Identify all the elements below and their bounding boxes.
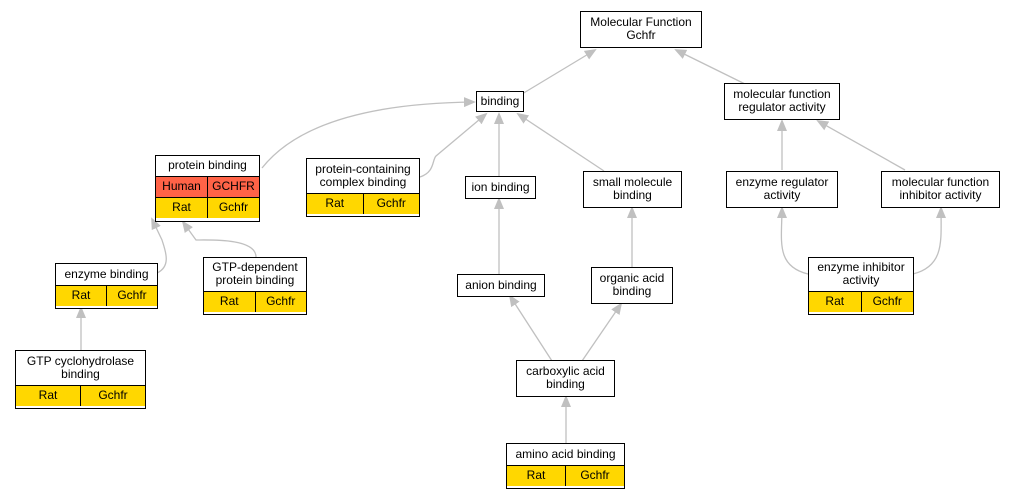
edge-inhibitor-to-regulator	[816, 120, 906, 171]
species-label: Rat	[219, 294, 239, 308]
annotation-row-rat: Rat Gchfr	[307, 193, 419, 214]
gene-label: Gchfr	[565, 466, 624, 486]
node-title: molecular function regulator activity	[733, 87, 831, 114]
edge-regulator-to-root	[674, 49, 746, 85]
species-label: Rat	[526, 468, 546, 482]
edge-inhibitor-to-enzyme-regulator	[776, 206, 809, 275]
annotation-row-human: Human GCHFR	[156, 176, 259, 197]
species-label: Rat	[71, 288, 91, 302]
species-label: Rat	[325, 196, 345, 210]
node-title: enzyme binding	[64, 267, 149, 281]
annotation-row-rat: Rat Gchfr	[16, 385, 145, 406]
node-enzyme-regulator-activity[interactable]: enzyme regulator activity	[726, 171, 838, 208]
node-title: ion binding	[471, 180, 530, 194]
edge-carboxylic-to-organic-acid	[581, 302, 623, 362]
species-label: Rat	[38, 388, 58, 402]
gene-label: Gchfr	[207, 198, 259, 218]
edge-small-molecule-to-binding	[516, 112, 605, 172]
node-title: enzyme regulator activity	[735, 175, 829, 202]
node-title: small molecule binding	[592, 175, 673, 202]
node-title: molecular function inhibitor activity	[891, 175, 990, 202]
node-title: binding	[480, 94, 520, 108]
gene-label: GCHFR	[207, 177, 259, 197]
species-label: Rat	[825, 294, 845, 308]
edge-gtp-dependent-to-protein-binding	[181, 220, 257, 258]
annotation-row-rat: Rat Gchfr	[507, 465, 624, 486]
node-anion-binding[interactable]: anion binding	[457, 274, 545, 297]
node-enzyme-binding[interactable]: enzyme binding Rat Gchfr	[55, 263, 158, 309]
node-protein-containing-complex-binding[interactable]: protein-containing complex binding Rat G…	[306, 158, 420, 217]
node-ion-binding[interactable]: ion binding	[465, 176, 536, 199]
edge-inhibitor-to-mf-inhibitor	[912, 206, 947, 275]
node-title: protein-containing complex binding	[315, 162, 411, 189]
node-carboxylic-acid-binding[interactable]: carboxylic acid binding	[516, 360, 615, 397]
node-small-molecule-binding[interactable]: small molecule binding	[583, 171, 682, 208]
species-label: Human	[162, 179, 201, 193]
edge-carboxylic-to-anion	[508, 294, 553, 362]
node-title: Molecular Function Gchfr	[590, 15, 692, 42]
node-organic-acid-binding[interactable]: organic acid binding	[591, 267, 673, 304]
node-gtp-dependent-protein-binding[interactable]: GTP-dependent protein binding Rat Gchfr	[203, 257, 307, 315]
node-title: carboxylic acid binding	[526, 364, 605, 391]
node-title: amino acid binding	[515, 447, 616, 461]
node-title: GTP cyclohydrolase binding	[26, 354, 135, 381]
edge-binding-to-root	[521, 48, 597, 95]
node-protein-binding[interactable]: protein binding Human GCHFR Rat Gchfr	[155, 155, 260, 222]
annotation-row-rat: Rat Gchfr	[809, 291, 913, 312]
node-molecular-function-inhibitor-activity[interactable]: molecular function inhibitor activity	[881, 171, 1000, 208]
gene-label: Gchfr	[106, 286, 157, 306]
gene-label: Gchfr	[860, 292, 914, 312]
edge-protein-containing-to-binding	[419, 112, 488, 178]
node-enzyme-inhibitor-activity[interactable]: enzyme inhibitor activity Rat Gchfr	[808, 257, 914, 315]
node-title: organic acid binding	[599, 271, 665, 298]
node-title: protein binding	[168, 158, 247, 172]
node-title: anion binding	[465, 278, 537, 292]
gene-label: Gchfr	[362, 194, 420, 214]
gene-label: Gchfr	[254, 292, 307, 312]
species-label: Rat	[172, 200, 191, 214]
edge-enzyme-binding-to-protein-binding	[151, 217, 167, 274]
annotation-row-rat: Rat Gchfr	[204, 291, 306, 312]
gene-label: Gchfr	[80, 386, 145, 406]
annotation-row-rat: Rat Gchfr	[156, 197, 259, 218]
node-gtp-cyclohydrolase-binding[interactable]: GTP cyclohydrolase binding Rat Gchfr	[15, 350, 146, 409]
node-title: enzyme inhibitor activity	[817, 260, 905, 287]
node-molecular-function-regulator-activity[interactable]: molecular function regulator activity	[724, 83, 840, 120]
node-molecular-function-root[interactable]: Molecular Function Gchfr	[580, 11, 702, 48]
annotation-row-rat: Rat Gchfr	[56, 285, 157, 306]
node-binding[interactable]: binding	[476, 91, 524, 112]
node-title: GTP-dependent protein binding	[212, 260, 298, 287]
edge-protein-binding-to-binding	[261, 97, 476, 169]
node-amino-acid-binding[interactable]: amino acid binding Rat Gchfr	[506, 443, 625, 489]
